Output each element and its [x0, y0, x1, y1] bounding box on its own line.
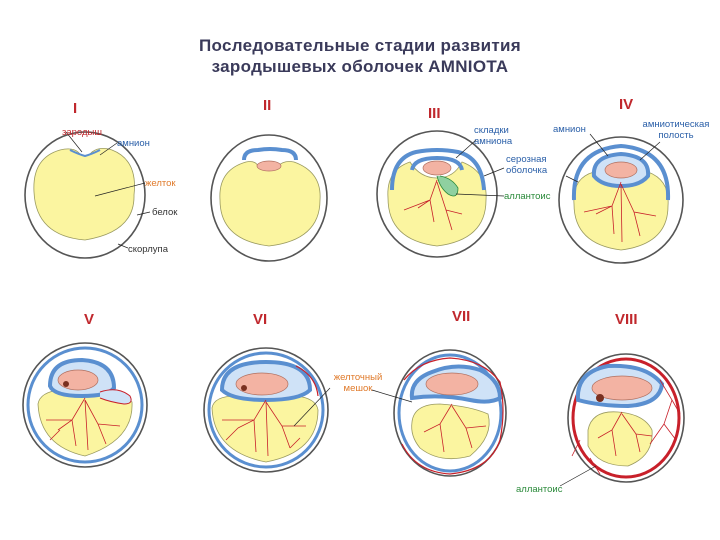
label-allantois-bottom: аллантоис: [516, 484, 563, 495]
stage-label-4: IV: [619, 96, 634, 113]
stage-2-egg: [210, 134, 328, 262]
stage-label-7: VII: [452, 308, 471, 325]
stage-5-egg: [22, 342, 148, 468]
label-amnion-folds-2: амниона: [474, 136, 513, 147]
label-shell: скорлупа: [128, 244, 168, 255]
label-albumen: белок: [152, 207, 178, 218]
label-yolk-sac-1: желточный: [333, 372, 383, 383]
title-line-2: зародышевых оболочек AMNIOTA: [211, 57, 509, 76]
label-yolk: желток: [145, 178, 176, 189]
stage-8-egg: [559, 353, 685, 487]
stage-7-egg: [371, 349, 507, 477]
stage-label-2: II: [263, 97, 272, 114]
stage-4-egg: [558, 133, 684, 264]
label-amnion: амнион: [117, 138, 150, 149]
stage-label-5: V: [84, 311, 95, 328]
stage-1-egg: [24, 131, 151, 259]
label-embryo: зародыш: [62, 127, 102, 138]
label-allantois: аллантоис: [504, 191, 551, 202]
label-amnion-iv: амнион: [553, 124, 586, 135]
label-serosa-2: оболочка: [506, 165, 548, 176]
label-yolk-sac-2: мешок: [343, 383, 373, 394]
label-serosa-1: серозная: [506, 154, 547, 165]
stage-label-1: I: [73, 100, 78, 117]
stage-label-6: VI: [253, 311, 268, 328]
label-amniotic-cavity-2: полость: [658, 130, 694, 141]
stage-3-egg: [376, 130, 505, 258]
label-amniotic-cavity-1: амниотическая: [642, 119, 710, 130]
stage-label-3: III: [428, 105, 441, 122]
label-amnion-folds-1: складки: [474, 125, 509, 136]
stage-label-8: VIII: [615, 311, 638, 328]
stage-6-egg: [203, 347, 331, 473]
title-line-1: Последовательные стадии развития: [198, 36, 522, 55]
